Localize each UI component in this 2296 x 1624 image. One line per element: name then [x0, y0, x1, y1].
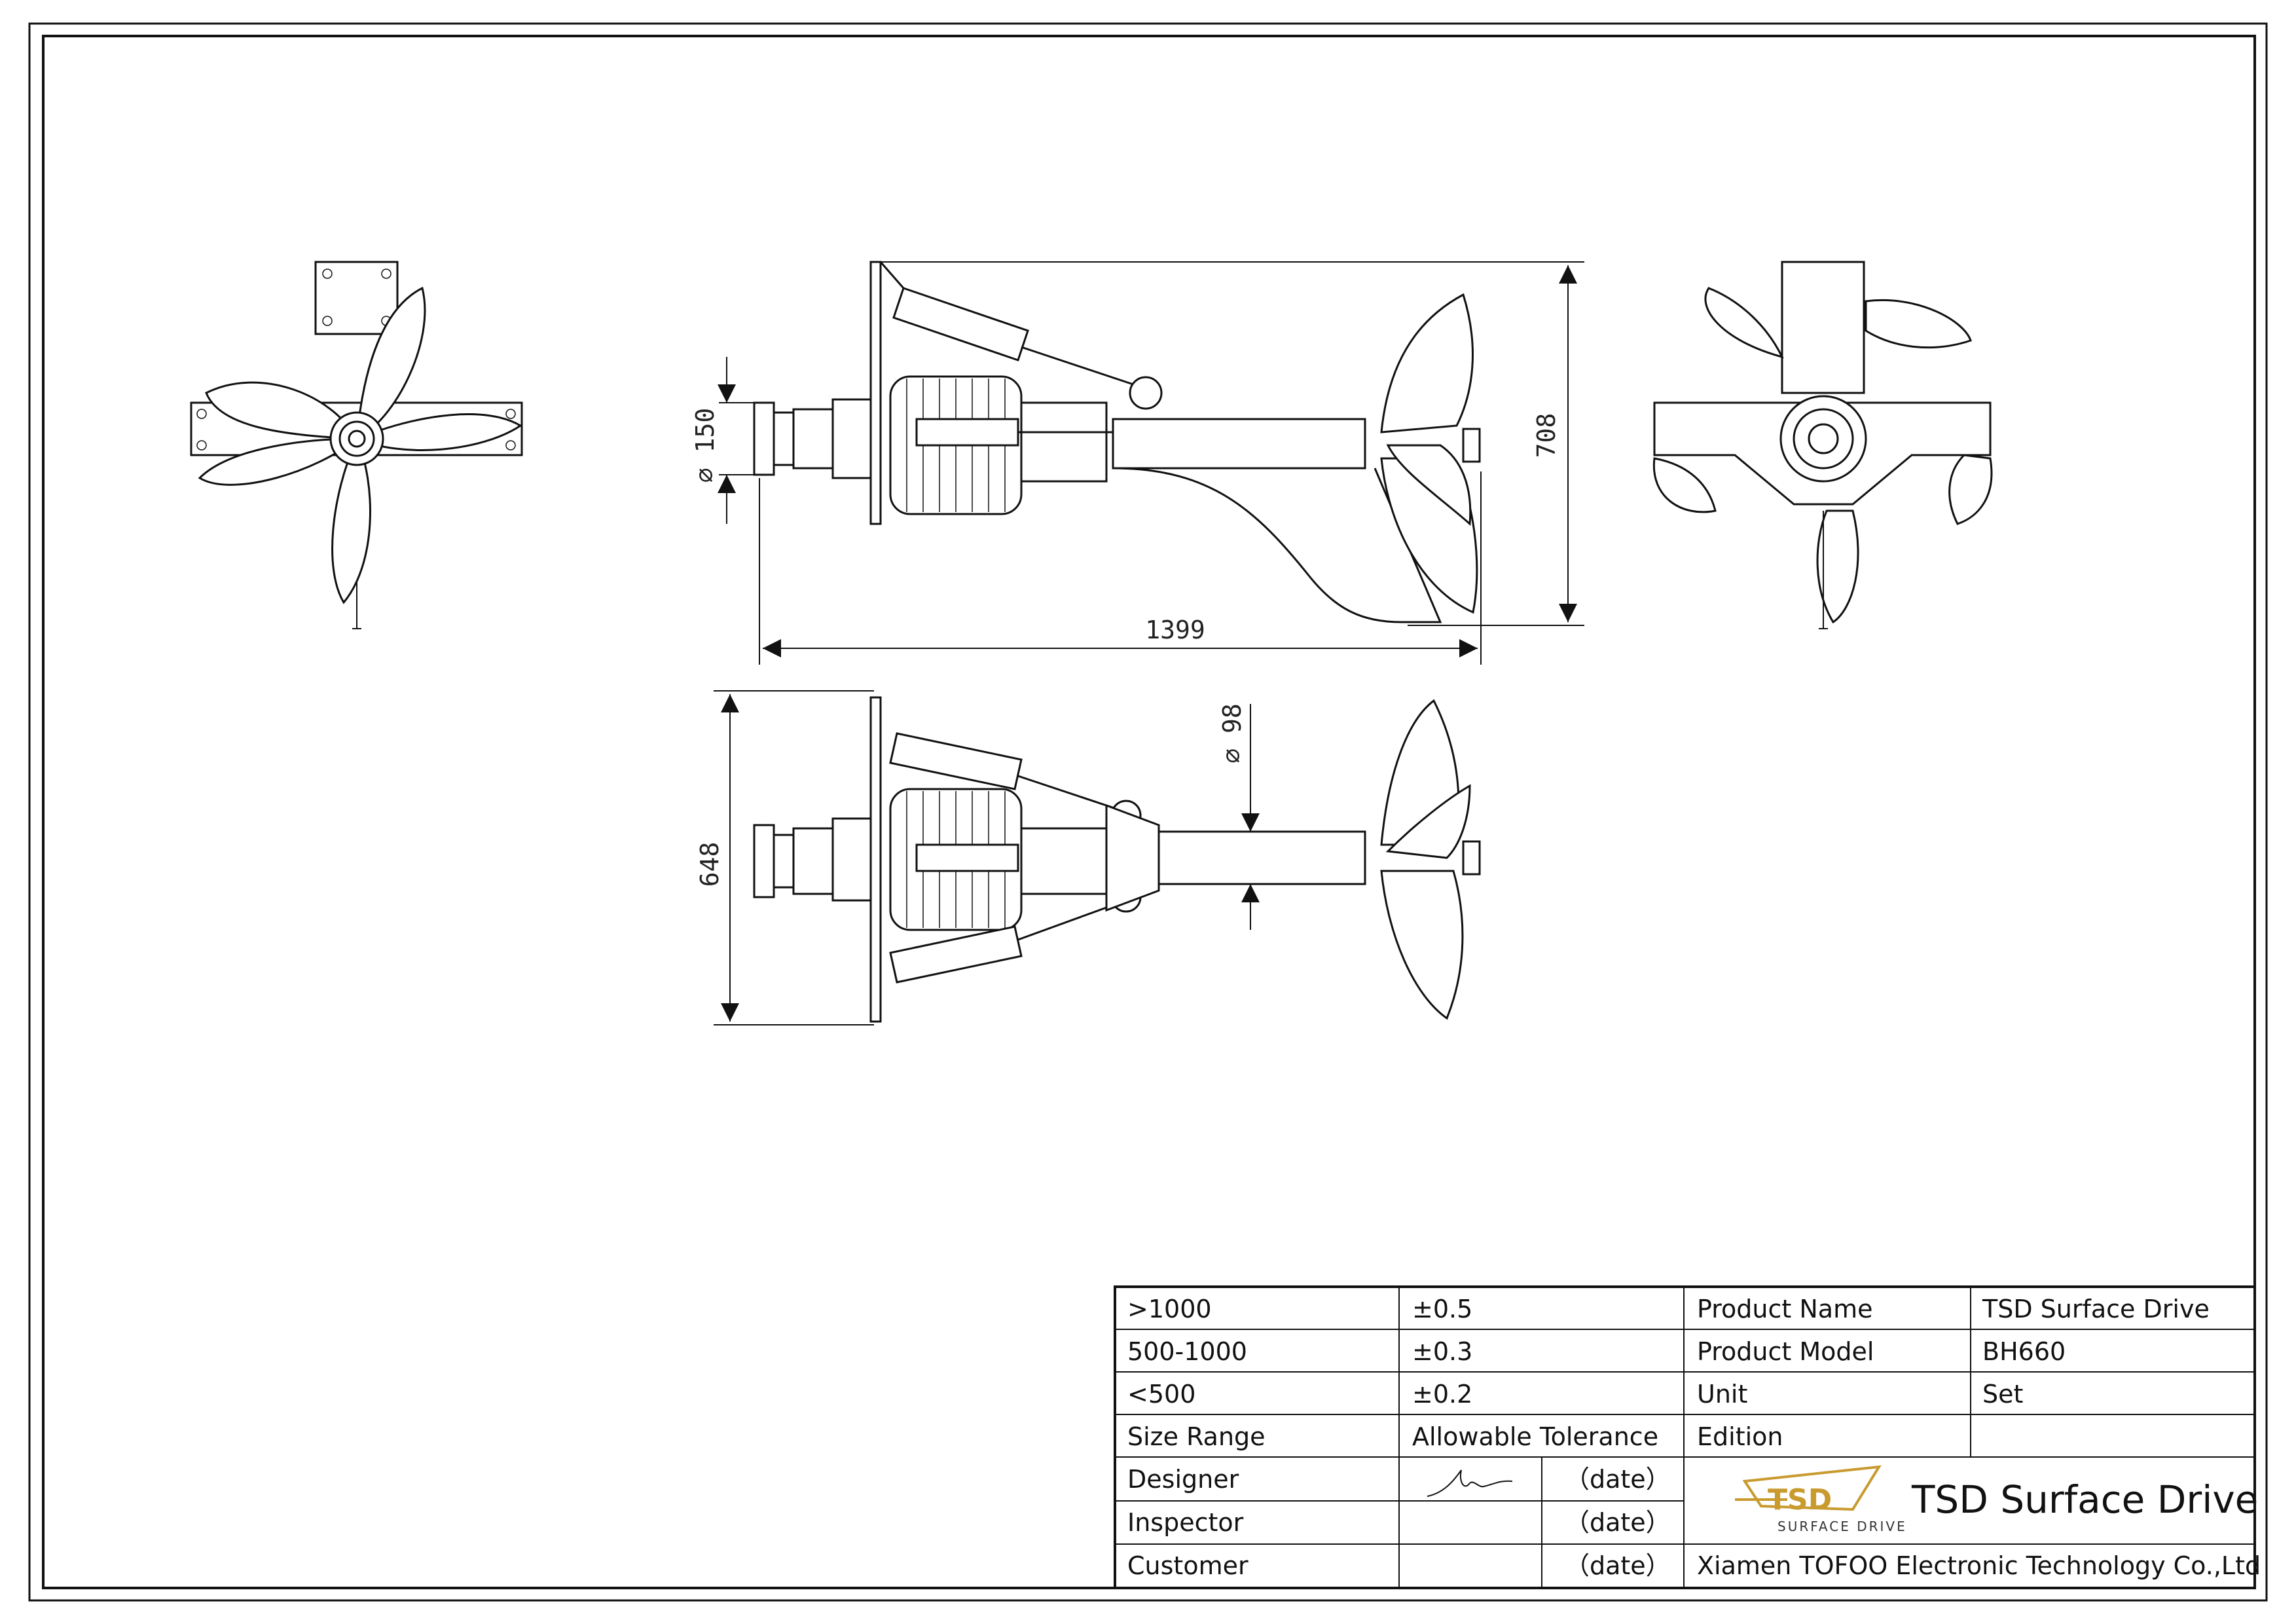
range-1: >1000 [1127, 1295, 1212, 1323]
front-view [190, 261, 523, 629]
label-size-range: Size Range [1127, 1422, 1266, 1451]
brand-name: TSD Surface Drive [1911, 1477, 2258, 1522]
label-edition: Edition [1697, 1422, 1783, 1451]
width-label: 648 [695, 842, 724, 887]
label-allowable-tolerance: Allowable Tolerance [1412, 1422, 1658, 1451]
dim-flange-dia: ⌀ 150 [691, 357, 773, 524]
dim-height: 708 [881, 261, 1584, 626]
dim-shaft-dia: ⌀ 98 [1218, 703, 1264, 930]
designer-signature [1427, 1469, 1513, 1497]
designer-date: （date） [1565, 1465, 1671, 1494]
dim-width: 648 [695, 690, 874, 1025]
tsd-logo: TSD SURFACE DRIVE [1735, 1465, 1907, 1534]
label-product-name: Product Name [1697, 1295, 1872, 1323]
range-3: <500 [1127, 1380, 1195, 1409]
label-designer: Designer [1127, 1465, 1239, 1494]
value-product-model: BH660 [1982, 1337, 2066, 1366]
title-block: >1000 ±0.5 Product Name TSD Surface Driv… [1114, 1285, 2261, 1589]
label-unit: Unit [1697, 1380, 1747, 1409]
company-name: Xiamen TOFOO Electronic Technology Co.,L… [1697, 1551, 2261, 1580]
logo-sub-text: SURFACE DRIVE [1777, 1519, 1907, 1534]
length-label: 1399 [1145, 616, 1205, 644]
top-view [753, 696, 1481, 1023]
side-view [753, 261, 1481, 623]
value-product-name: TSD Surface Drive [1982, 1295, 2210, 1323]
height-label: 708 [1532, 413, 1561, 458]
tolerance-3: ±0.2 [1412, 1380, 1472, 1409]
customer-date: （date） [1565, 1551, 1671, 1580]
tolerance-1: ±0.5 [1412, 1295, 1472, 1323]
outer-border [28, 22, 2268, 1602]
tolerance-2: ±0.3 [1412, 1337, 1472, 1366]
rear-view [1652, 261, 1993, 629]
logo-main-text: TSD [1768, 1483, 1832, 1517]
dim-length: 1399 [759, 471, 1482, 665]
value-unit: Set [1982, 1380, 2023, 1409]
label-product-model: Product Model [1697, 1337, 1874, 1366]
label-customer: Customer [1127, 1551, 1248, 1580]
inspector-date: （date） [1565, 1508, 1671, 1537]
shaft-dia-label: ⌀ 98 [1218, 703, 1247, 764]
range-2: 500-1000 [1127, 1337, 1247, 1366]
flange-dia-label: ⌀ 150 [691, 408, 720, 483]
label-inspector: Inspector [1127, 1508, 1244, 1537]
